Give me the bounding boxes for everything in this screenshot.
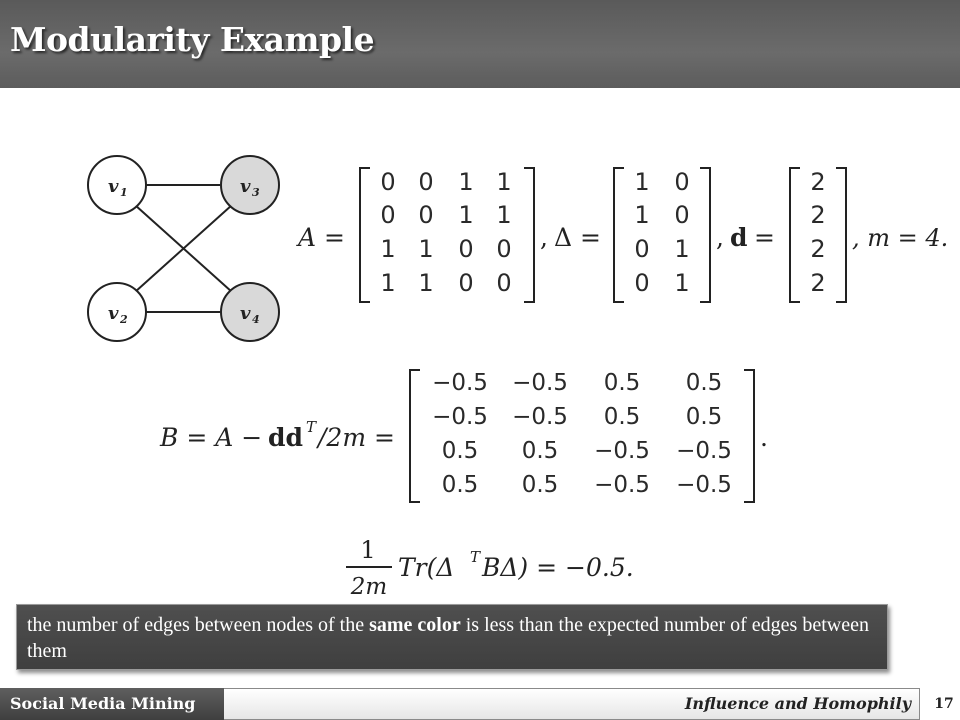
- delta-cell: 0: [634, 235, 649, 263]
- d-bracket-left: [789, 167, 800, 303]
- A-cell: 1: [380, 269, 395, 297]
- delta-cell: 1: [634, 201, 649, 229]
- equation-adjacency: A = 0 0 1 1 0 0 1 1 1 1 0 0 1 1 0 0 , Δ …: [296, 167, 948, 303]
- B-period: .: [760, 423, 768, 452]
- node-v4-sub: 4: [252, 313, 260, 326]
- A-label: A =: [296, 223, 345, 252]
- node-v3: v 3: [220, 155, 280, 215]
- B-bracket-right: [744, 369, 755, 503]
- B-cell: 0.5: [522, 472, 559, 498]
- A-cell: 0: [380, 168, 395, 196]
- A-cell: 0: [380, 201, 395, 229]
- A-cell: 1: [418, 235, 433, 263]
- B-lhs-part1: B = A −: [159, 423, 262, 452]
- footer-course-title: Social Media Mining: [0, 688, 224, 720]
- m-label: , m = 4.: [852, 224, 948, 252]
- B-cell: 0.5: [686, 370, 723, 396]
- B-cell: 0.5: [522, 438, 559, 464]
- B-cell: −0.5: [676, 438, 732, 464]
- B-cell: 0.5: [442, 472, 479, 498]
- d-label: d: [730, 223, 747, 252]
- callout-text-before: the number of edges between nodes of the: [27, 614, 370, 636]
- B-bracket-left: [409, 369, 420, 503]
- B-lhs-dd: dd: [268, 423, 303, 452]
- A-cell: 1: [496, 168, 511, 196]
- A-cell: 0: [418, 168, 433, 196]
- trace-numerator: 1: [360, 536, 375, 564]
- A-bracket-left: [359, 167, 370, 303]
- B-cell: −0.5: [594, 438, 650, 464]
- footer-topic: Influence and Homophily: [684, 694, 911, 713]
- B-lhs-part2: /2m =: [316, 423, 395, 452]
- B-cell: 0.5: [604, 370, 641, 396]
- page-number: 17: [934, 696, 954, 712]
- callout-box: the number of edges between nodes of the…: [16, 604, 888, 670]
- callout-text-bold: same color: [369, 614, 461, 636]
- graph-diagram: v 1 v 3 v 2 v 4: [87, 155, 280, 342]
- title-bar: Modularity Example: [0, 0, 960, 88]
- B-cell: −0.5: [594, 472, 650, 498]
- node-v3-sub: 3: [252, 186, 260, 199]
- B-cell: 0.5: [686, 404, 723, 430]
- d-bracket-right: [836, 167, 847, 303]
- delta-cell: 1: [674, 235, 689, 263]
- A-cell: 0: [418, 201, 433, 229]
- A-cell: 1: [418, 269, 433, 297]
- delta-cell: 0: [674, 201, 689, 229]
- A-cell: 0: [458, 235, 473, 263]
- callout-text-after: is less than the expected number of edge…: [27, 614, 869, 662]
- B-cell: 0.5: [442, 438, 479, 464]
- node-v2: v 2: [87, 282, 147, 342]
- node-v4-label: v: [240, 303, 251, 324]
- A-cell: 1: [458, 201, 473, 229]
- trace-expression: Tr(Δ: [398, 553, 454, 582]
- footer: Social Media Mining Influence and Homoph…: [0, 688, 960, 720]
- trace-rest: BΔ) = −0.5.: [481, 553, 634, 582]
- B-cell: −0.5: [432, 370, 488, 396]
- delta-cell: 0: [634, 269, 649, 297]
- B-cell: 0.5: [604, 404, 641, 430]
- footer-topic-bar: Influence and Homophily: [224, 688, 920, 720]
- d-cell: 2: [810, 168, 825, 196]
- trace-transpose: T: [470, 548, 481, 566]
- delta-cell: 1: [674, 269, 689, 297]
- delta-cell: 0: [674, 168, 689, 196]
- delta-label: Δ =: [554, 223, 601, 252]
- node-v3-label: v: [240, 176, 251, 197]
- node-v1-sub: 1: [120, 186, 128, 199]
- B-cell: −0.5: [512, 404, 568, 430]
- node-v4: v 4: [220, 282, 280, 342]
- trace-denominator: 2m: [350, 574, 387, 600]
- node-v2-label: v: [108, 303, 119, 324]
- A-cell: 0: [458, 269, 473, 297]
- comma-2: ,: [716, 223, 724, 252]
- B-cell: −0.5: [512, 370, 568, 396]
- equation-modularity-matrix: B = A − dd T /2m = −0.5 −0.5 0.5 0.5 −0.…: [159, 369, 768, 503]
- A-cell: 0: [496, 235, 511, 263]
- B-cell: −0.5: [676, 472, 732, 498]
- A-bracket-right: [524, 167, 535, 303]
- delta-bracket-right: [700, 167, 711, 303]
- delta-bracket-left: [613, 167, 624, 303]
- d-cell: 2: [810, 201, 825, 229]
- B-lhs-transpose: T: [306, 418, 317, 436]
- slide-title: Modularity Example: [10, 20, 375, 59]
- A-cell: 1: [380, 235, 395, 263]
- delta-cell: 1: [634, 168, 649, 196]
- A-cell: 1: [458, 168, 473, 196]
- comma-1: ,: [540, 223, 548, 252]
- d-equals: =: [754, 223, 775, 252]
- d-cell: 2: [810, 269, 825, 297]
- equation-trace: 1 2m Tr(Δ T BΔ) = −0.5.: [346, 536, 634, 600]
- A-cell: 0: [496, 269, 511, 297]
- node-v1-label: v: [108, 176, 119, 197]
- node-v2-sub: 2: [119, 313, 128, 326]
- d-cell: 2: [810, 235, 825, 263]
- edge-v2-v3: [134, 204, 233, 293]
- node-v1: v 1: [87, 155, 147, 215]
- B-cell: −0.5: [432, 404, 488, 430]
- A-cell: 1: [496, 201, 511, 229]
